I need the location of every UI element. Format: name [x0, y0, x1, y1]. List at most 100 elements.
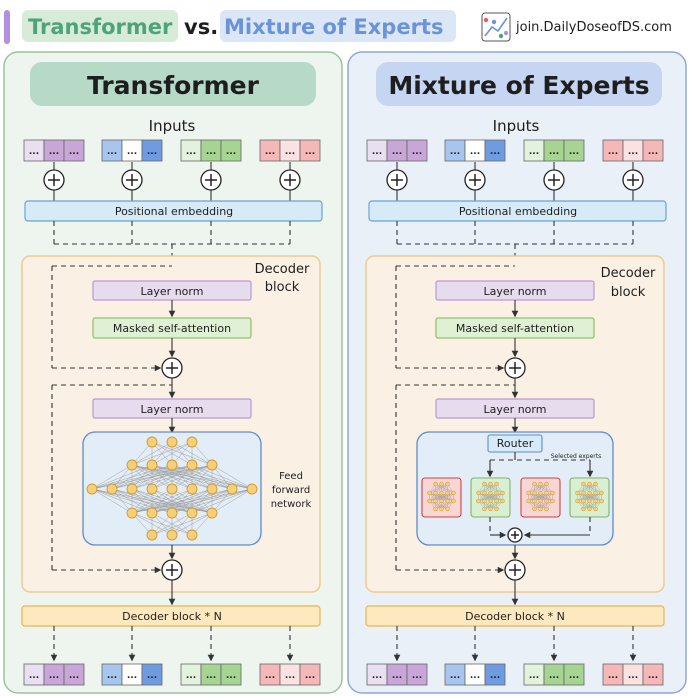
- ffn-edge: [91, 464, 133, 490]
- expert-edge: [478, 492, 497, 502]
- expert-node: [532, 498, 537, 504]
- ffn-edge: [131, 464, 213, 490]
- left-positional-embedding-label: Positional embedding: [115, 205, 233, 218]
- ffn-node: [206, 459, 218, 471]
- ffn-node: [146, 436, 158, 448]
- ffn-node: [246, 483, 258, 495]
- ffn-node: [86, 483, 98, 495]
- token-cell-dots: ...: [569, 147, 579, 157]
- expert-edge: [435, 500, 448, 510]
- expert-edge: [528, 492, 547, 502]
- token-cell: [141, 663, 163, 686]
- right-positional-embedding: [368, 200, 667, 222]
- ffn-edge: [151, 512, 193, 536]
- expert-node: [445, 481, 450, 487]
- token-cell-dots: ...: [285, 147, 295, 157]
- expert-edge: [441, 500, 454, 510]
- expert-edge: [534, 500, 547, 510]
- left-output-token-green: .........: [180, 663, 242, 686]
- expert-node: [494, 490, 499, 496]
- right-layer-norm-2-label: Layer norm: [484, 403, 547, 416]
- expert-node: [593, 506, 598, 512]
- ffn-edge: [91, 488, 133, 514]
- expert-node: [488, 481, 493, 487]
- expert-node: [433, 498, 438, 504]
- ffn-edge: [151, 512, 213, 536]
- token-cell-dots: ...: [49, 147, 59, 157]
- expert-edge: [429, 492, 454, 502]
- brand-link[interactable]: join.DailyDoseofDS.com: [515, 20, 672, 35]
- right-decoder-block-n: [365, 605, 665, 627]
- expert-node: [538, 498, 543, 504]
- token-cell-dots: ...: [412, 147, 422, 157]
- header-title-right-highlight: [220, 10, 456, 42]
- token-cell-dots: ...: [49, 671, 59, 681]
- ffn-node: [166, 436, 178, 448]
- expert-edge: [490, 500, 503, 510]
- expert-node: [575, 498, 580, 504]
- ffn-node: [186, 459, 198, 471]
- expert-node: [587, 490, 592, 496]
- expert-4: [569, 477, 610, 518]
- left-ffn-label-line2: forward: [272, 485, 310, 496]
- expert-edge: [589, 492, 602, 502]
- token-cell: [563, 139, 585, 162]
- expert-node: [500, 498, 505, 504]
- left-flow: [53, 162, 291, 201]
- token-cell-dots: ...: [470, 147, 480, 157]
- token-cell-dots: ...: [648, 147, 658, 157]
- token-cell-dots: ...: [450, 671, 460, 681]
- ffn-node: [146, 529, 158, 541]
- left-inputs-label: Inputs: [149, 117, 196, 135]
- right-residual-1: [395, 265, 515, 372]
- ffn-neural-network-icon: [86, 436, 258, 541]
- token-cell-dots: ...: [490, 671, 500, 681]
- expert-node: [593, 490, 598, 496]
- token-cell-dots: ...: [285, 671, 295, 681]
- left-plus-1: [161, 357, 183, 379]
- token-cell-dots: ...: [628, 147, 638, 157]
- token-cell-dots: ...: [107, 147, 117, 157]
- token-cell: [220, 139, 242, 162]
- token-cell-dots: ...: [226, 147, 236, 157]
- ffn-node: [146, 459, 158, 471]
- expert-node: [445, 490, 450, 496]
- token-cell: [63, 139, 85, 162]
- ffn-node: [146, 483, 158, 495]
- expert-node: [575, 490, 580, 496]
- expert-edge: [577, 483, 596, 494]
- expert-node: [550, 498, 555, 504]
- left-layer-norm-1-label: Layer norm: [141, 285, 204, 298]
- left-output-lines: [50, 626, 294, 662]
- ffn-edge: [171, 488, 253, 514]
- expert-edge: [478, 492, 491, 502]
- expert-node: [445, 498, 450, 504]
- right-inputs-label: Inputs: [493, 117, 540, 135]
- token-cell-dots: ...: [392, 671, 402, 681]
- expert-node: [488, 506, 493, 512]
- expert-node: [427, 498, 432, 504]
- expert-node: [488, 498, 493, 504]
- token-cell-dots: ...: [305, 671, 315, 681]
- left-input-token-green: .........: [180, 139, 242, 162]
- expert-edge: [534, 492, 553, 502]
- ffn-node: [146, 507, 158, 519]
- left-output-token-blue: .........: [101, 663, 163, 686]
- expert-edge: [577, 492, 596, 502]
- expert-node: [526, 490, 531, 496]
- token-cell: [484, 663, 506, 686]
- left-input-token-red: .........: [259, 139, 321, 162]
- token-cell-dots: ...: [107, 671, 117, 681]
- ffn-edge: [171, 512, 213, 536]
- expert-node: [494, 506, 499, 512]
- token-cell: [141, 139, 163, 162]
- expert-node: [494, 498, 499, 504]
- expert-node: [451, 490, 456, 496]
- ffn-edge: [191, 488, 253, 514]
- token-cell-dots: ...: [186, 671, 196, 681]
- ffn-edge: [151, 441, 193, 466]
- token-cell: [484, 139, 506, 162]
- right-input-token-red: .........: [602, 139, 664, 162]
- expert-edge: [484, 500, 503, 510]
- expert-node: [532, 506, 537, 512]
